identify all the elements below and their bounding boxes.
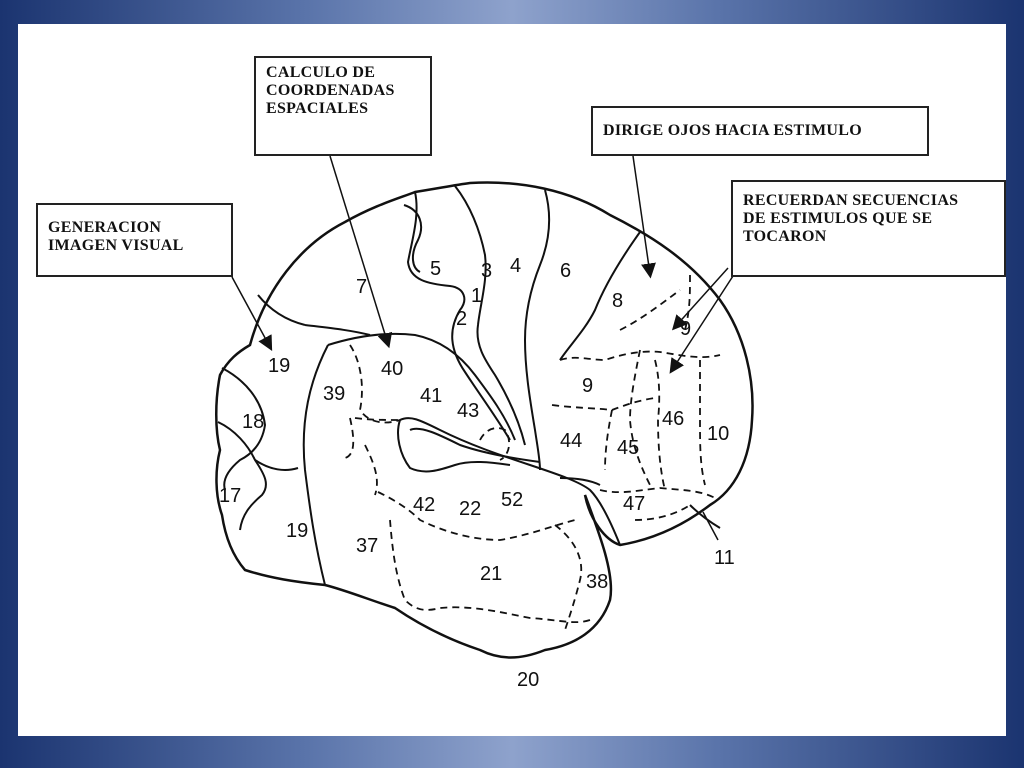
arrow-ojos — [632, 155, 656, 279]
area-label-44: 44 — [560, 430, 582, 452]
area-label-19-upper: 19 — [268, 355, 290, 377]
callout-line: IMAGEN VISUAL — [48, 237, 184, 254]
arrow-secuencias-1 — [671, 267, 729, 331]
area-label-10: 10 — [707, 423, 729, 445]
area-label-43: 43 — [457, 400, 479, 422]
area-label-3: 3 — [481, 260, 492, 282]
area-label-2: 2 — [456, 308, 467, 330]
leader-area-11 — [702, 511, 719, 541]
arrow-secuencias-2 — [669, 275, 734, 374]
callout-line: GENERACION — [48, 219, 162, 236]
area-label-20: 20 — [517, 669, 539, 691]
callout-line: ESPACIALES — [266, 100, 369, 117]
area-label-4: 4 — [510, 255, 521, 277]
area-label-47: 47 — [623, 493, 645, 515]
arrow-visual — [231, 276, 273, 351]
area-label-18: 18 — [242, 411, 264, 433]
callout-recuerdan-secuencias: RECUERDAN SECUENCIAS DE ESTIMULOS QUE SE… — [731, 180, 1006, 277]
dashed-boundaries — [344, 274, 721, 631]
area-label-45: 45 — [617, 437, 639, 459]
area-label-17: 17 — [219, 485, 241, 507]
callout-line: DE ESTIMULOS QUE SE — [743, 210, 933, 227]
callout-dirige-ojos: DIRIGE OJOS HACIA ESTIMULO — [591, 106, 929, 156]
callout-line: COORDENADAS — [266, 82, 395, 99]
area-label-6: 6 — [560, 260, 571, 282]
callout-arrows — [231, 155, 734, 541]
area-label-8: 8 — [612, 290, 623, 312]
solid-boundaries — [217, 185, 721, 586]
area-label-41: 41 — [420, 385, 442, 407]
callout-calculo-coordenadas: CALCULO DE COORDENADAS ESPACIALES — [254, 56, 432, 156]
area-label-19-lower: 19 — [286, 520, 308, 542]
callout-generacion-imagen: GENERACION IMAGEN VISUAL — [36, 203, 233, 277]
area-label-38: 38 — [586, 571, 608, 593]
area-label-46: 46 — [662, 408, 684, 430]
area-label-1: 1 — [471, 285, 482, 307]
callout-line: RECUERDAN SECUENCIAS — [743, 192, 959, 209]
area-label-40: 40 — [381, 358, 403, 380]
brain-outline — [215, 181, 754, 659]
area-label-52: 52 — [501, 489, 523, 511]
area-label-9-upper: 9 — [680, 318, 691, 340]
area-label-39: 39 — [323, 383, 345, 405]
area-label-42: 42 — [413, 494, 435, 516]
area-label-11: 11 — [714, 547, 735, 569]
callout-line: DIRIGE OJOS HACIA ESTIMULO — [603, 122, 862, 139]
callout-line: CALCULO DE — [266, 64, 376, 81]
area-label-7: 7 — [356, 276, 367, 298]
callout-line: TOCARON — [743, 228, 827, 245]
arrow-coordenadas — [329, 155, 393, 349]
area-label-22: 22 — [459, 498, 481, 520]
area-label-37: 37 — [356, 535, 378, 557]
area-label-5: 5 — [430, 258, 441, 280]
area-label-21: 21 — [480, 563, 502, 585]
area-label-9-lower: 9 — [582, 375, 593, 397]
